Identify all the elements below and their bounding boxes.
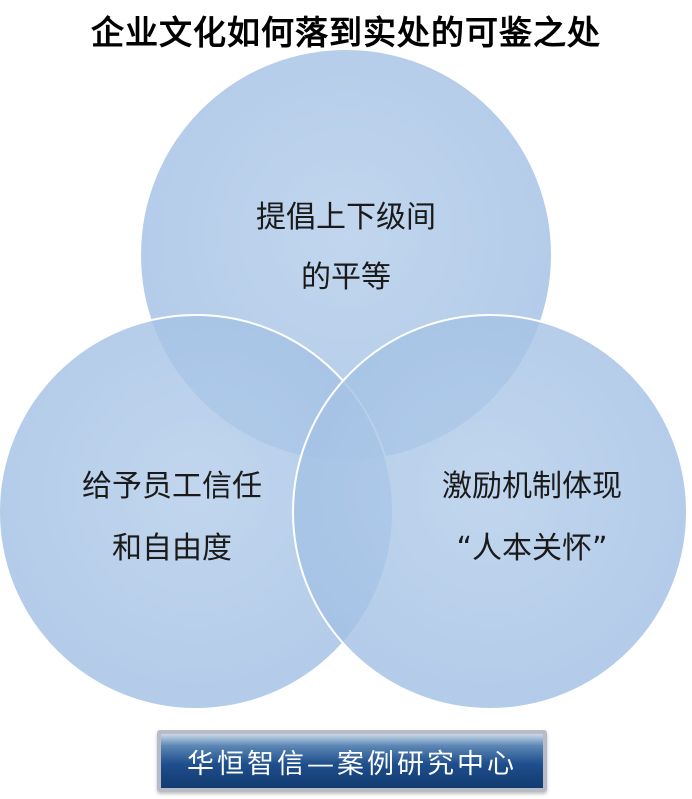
banner-text: 华恒智信—案例研究中心 bbox=[187, 748, 517, 780]
right-circle-label-line2: “人本关怀” bbox=[456, 531, 608, 566]
top-circle-label-line1: 提倡上下级间 bbox=[256, 200, 436, 235]
right-circle-label-line1: 激励机制体现 bbox=[442, 469, 622, 504]
left-circle-label-line1: 给予员工信任 bbox=[82, 469, 262, 504]
left-circle-label-line2: 和自由度 bbox=[112, 531, 232, 566]
top-circle-label-line2: 的平等 bbox=[301, 260, 391, 295]
source-banner: 华恒智信—案例研究中心 bbox=[157, 730, 547, 792]
circle-right bbox=[292, 314, 688, 710]
diagram-title: 企业文化如何落到实处的可鉴之处 bbox=[91, 13, 601, 52]
